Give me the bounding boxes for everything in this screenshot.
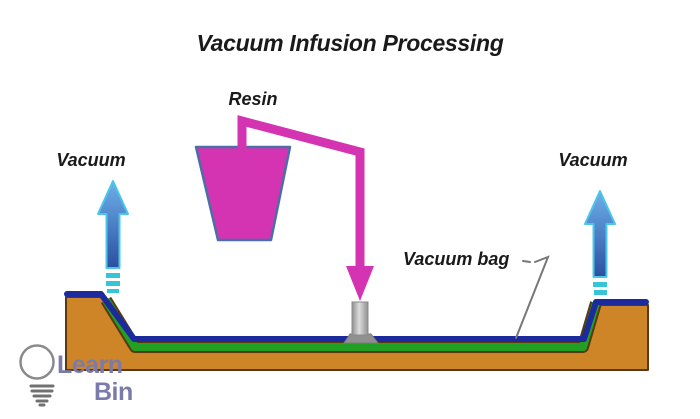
vacuum-arrow-right-dashes [593,282,607,295]
logo-learn: Learn [57,351,123,379]
vacuum-bag-leader-line [515,255,550,339]
resin-arrow-down [346,266,374,301]
injection-port-base [343,333,380,344]
injection-port [351,301,369,336]
page-title: Vacuum Infusion Processing [196,30,504,56]
resin-label: Resin [228,89,278,109]
resin-tube [237,115,365,268]
vacuum-arrow-right [584,190,616,278]
vacuum-arrow-left [97,180,129,269]
resin-funnel [194,145,292,242]
vacuum-label-right: Vacuum [558,150,628,170]
vacuum-label-left: Vacuum [56,150,126,170]
vacuum-arrow-left-dashes [106,273,120,293]
vacuum-bag-label: Vacuum bag [403,249,510,269]
logo-bin: Bin [94,378,133,406]
lightbulb-icon [19,344,55,407]
